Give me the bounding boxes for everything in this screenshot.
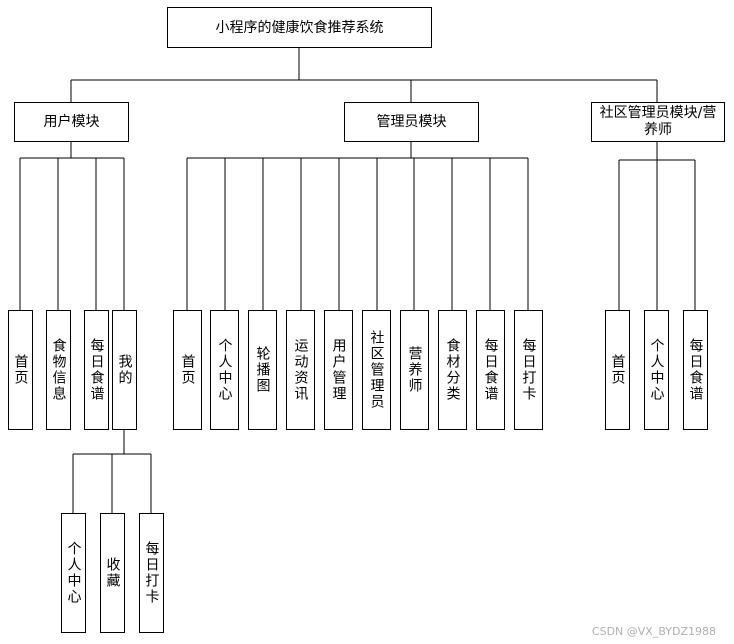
- admin-item-label: 每日打卡: [520, 338, 537, 402]
- root-node: 小程序的健康饮食推荐系统: [167, 7, 432, 48]
- mine-child-daily-checkin: 每日打卡: [139, 513, 164, 633]
- user-item-home: 首页: [8, 310, 33, 430]
- admin-item-label: 营养师: [406, 346, 423, 394]
- mine-child-label: 个人中心: [65, 541, 82, 605]
- watermark: CSDN @VX_BYDZ1988: [591, 625, 716, 638]
- community-item-label: 首页: [609, 354, 626, 386]
- admin-item-label: 轮播图: [254, 346, 271, 394]
- mine-child-label: 收藏: [104, 557, 121, 589]
- community-item-home: 首页: [605, 310, 630, 430]
- admin-item-sports-news: 运动资讯: [286, 310, 315, 430]
- user-item-label: 首页: [12, 354, 29, 386]
- admin-item-label: 食材分类: [444, 338, 461, 402]
- user-item-label: 食物信息: [50, 338, 67, 402]
- admin-item-label: 个人中心: [216, 338, 233, 402]
- admin-item-community-admin: 社区管理员: [362, 310, 391, 430]
- admin-item-daily-recipe: 每日食谱: [476, 310, 505, 430]
- mine-child-label: 每日打卡: [143, 541, 160, 605]
- admin-item-label: 用户管理: [330, 338, 347, 402]
- mine-child-personal-center: 个人中心: [61, 513, 86, 633]
- admin-item-label: 社区管理员: [368, 330, 385, 410]
- admin-item-label: 运动资讯: [292, 338, 309, 402]
- community-item-personal-center: 个人中心: [644, 310, 669, 430]
- admin-item-label: 每日食谱: [482, 338, 499, 402]
- mine-child-favorites: 收藏: [100, 513, 125, 633]
- user-item-daily-recipe: 每日食谱: [84, 310, 109, 430]
- community-module-label: 社区管理员模块/营养师: [599, 105, 717, 138]
- user-module-label: 用户模块: [43, 114, 100, 130]
- community-item-label: 个人中心: [648, 338, 665, 402]
- user-item-label: 每日食谱: [88, 338, 105, 402]
- admin-item-ingredient-category: 食材分类: [438, 310, 467, 430]
- user-item-mine: 我的: [112, 310, 137, 430]
- community-item-daily-recipe: 每日食谱: [683, 310, 708, 430]
- admin-item-personal-center: 个人中心: [210, 310, 239, 430]
- admin-item-home: 首页: [173, 310, 202, 430]
- admin-item-label: 首页: [179, 354, 196, 386]
- admin-item-daily-checkin: 每日打卡: [514, 310, 543, 430]
- root-label: 小程序的健康饮食推荐系统: [215, 19, 384, 36]
- community-module-node: 社区管理员模块/营养师: [591, 102, 725, 142]
- admin-item-carousel: 轮播图: [248, 310, 277, 430]
- user-item-food-info: 食物信息: [46, 310, 71, 430]
- community-item-label: 每日食谱: [687, 338, 704, 402]
- admin-module-label: 管理员模块: [376, 114, 447, 130]
- admin-module-node: 管理员模块: [344, 102, 479, 142]
- user-item-label: 我的: [116, 354, 133, 386]
- admin-item-user-management: 用户管理: [324, 310, 353, 430]
- user-module-node: 用户模块: [14, 102, 129, 142]
- admin-item-nutritionist: 营养师: [400, 310, 429, 430]
